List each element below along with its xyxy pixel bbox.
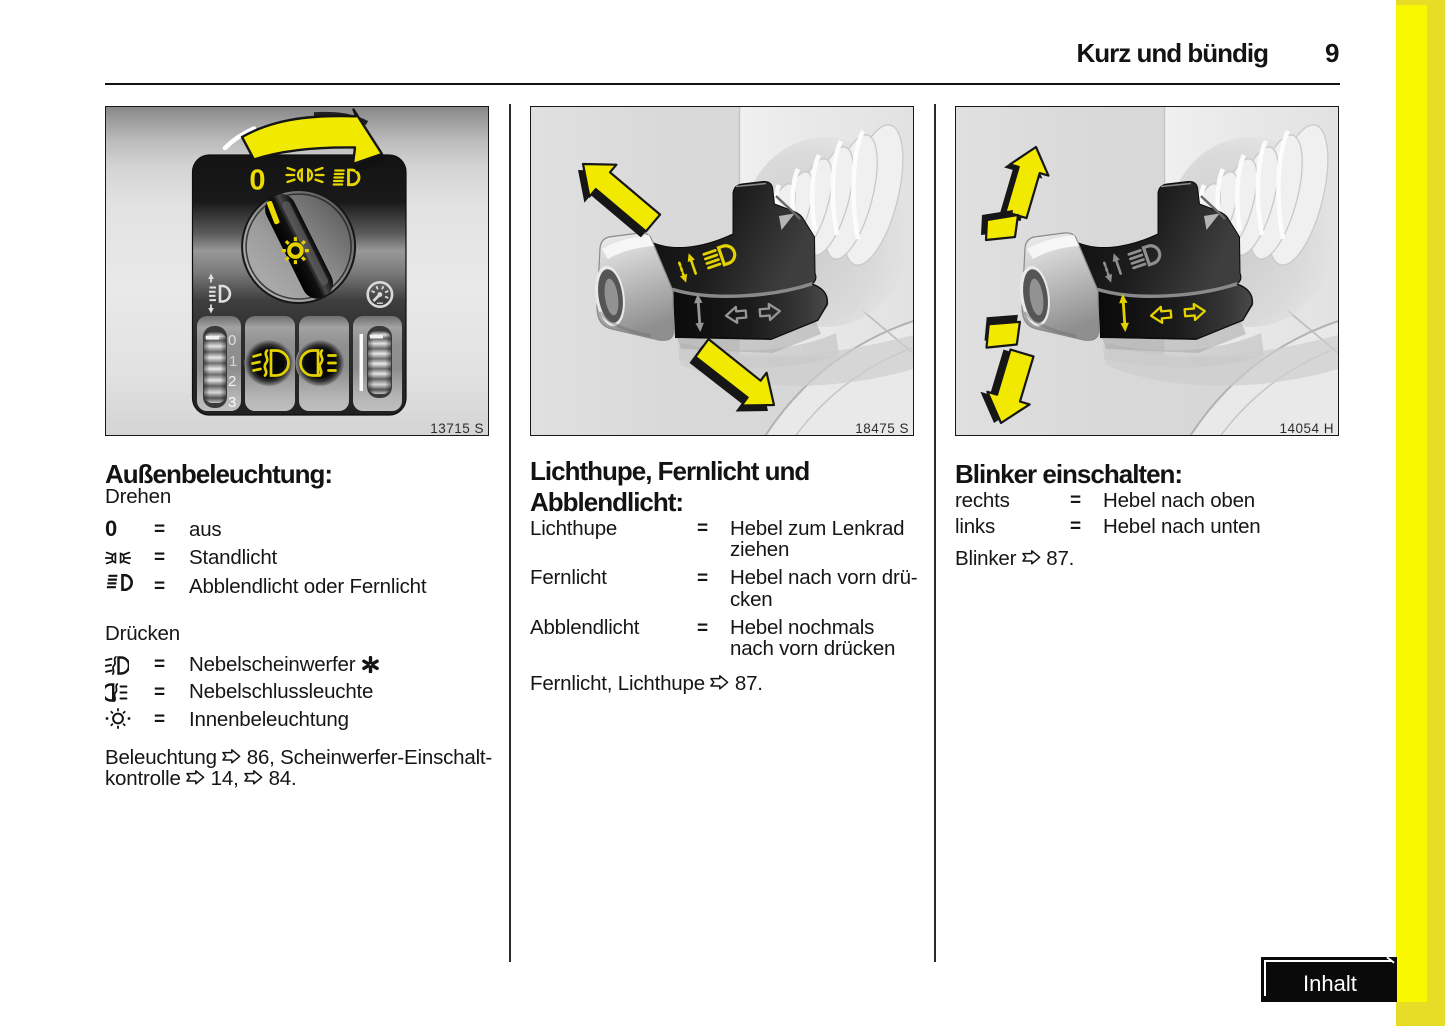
svg-text:13715 S: 13715 S: [430, 421, 484, 435]
svg-text:18475 S: 18475 S: [855, 421, 909, 435]
svg-text:14054 H: 14054 H: [1279, 421, 1334, 435]
svg-text:2: 2: [228, 373, 236, 390]
svg-text:0: 0: [228, 332, 236, 349]
svg-text:0: 0: [249, 165, 265, 197]
svg-text:3: 3: [228, 394, 236, 411]
svg-text:1: 1: [229, 353, 237, 370]
